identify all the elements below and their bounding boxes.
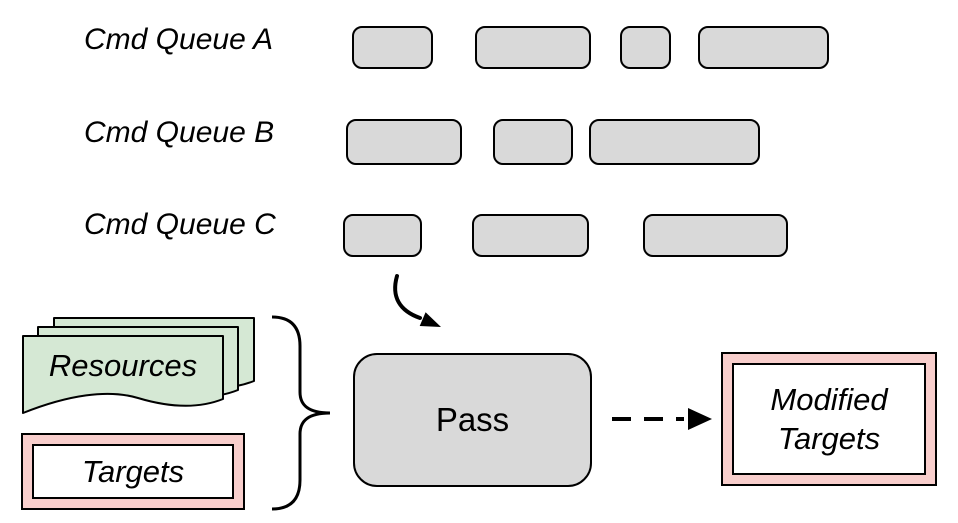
queue-block — [643, 214, 788, 257]
queue-block — [493, 119, 573, 165]
queue-block — [698, 26, 829, 69]
queue-block — [475, 26, 591, 69]
queue-label-c: Cmd Queue C — [84, 208, 276, 241]
queue-block — [472, 214, 589, 257]
queue-label-b: Cmd Queue B — [84, 116, 275, 149]
queue-block — [620, 26, 671, 69]
pass-box: Pass — [353, 353, 592, 487]
queue-label-a: Cmd Queue A — [84, 23, 273, 56]
arrowhead-icon — [688, 408, 712, 430]
modified-targets-line2: Targets — [777, 421, 881, 456]
resources-label: Resources — [48, 348, 198, 383]
queue-to-pass-arrow — [393, 274, 441, 327]
targets-label: Targets — [32, 444, 234, 499]
queue-block — [352, 26, 433, 69]
queue-block — [346, 119, 462, 165]
modified-targets-box: Modified Targets — [721, 352, 937, 486]
modified-targets-label: Modified Targets — [732, 363, 926, 475]
queue-block — [343, 214, 422, 257]
pass-label: Pass — [435, 401, 510, 438]
curly-brace-icon — [271, 315, 331, 511]
targets-box: Targets — [21, 433, 245, 510]
arrowhead-icon — [419, 312, 441, 327]
pass-to-modified-arrow — [612, 408, 712, 430]
modified-targets-line1: Modified — [770, 382, 888, 417]
queue-block — [589, 119, 760, 165]
